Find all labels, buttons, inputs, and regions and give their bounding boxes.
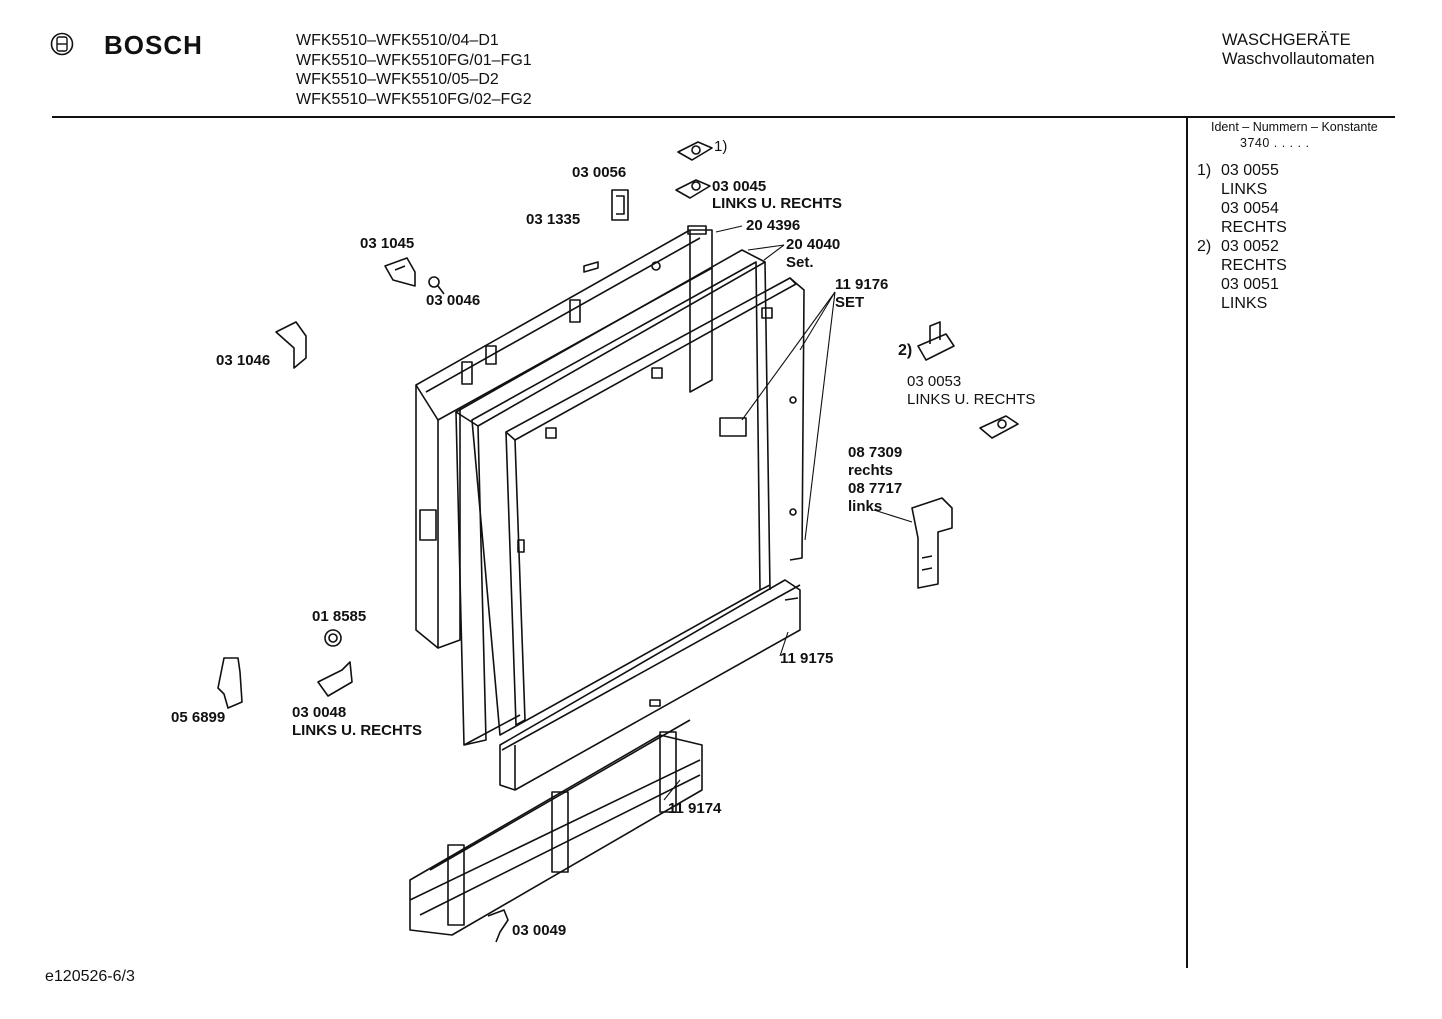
category-subtitle: Waschvollautomaten [1222,50,1375,68]
legend-marker [1197,199,1221,218]
legend-text: LINKS [1221,181,1268,198]
part-label: 03 0045 [712,178,767,195]
nut-018585 [324,629,342,647]
part-label: 20 4396 [746,217,801,234]
legend-text: 03 0054 [1221,200,1279,217]
bracket-030056 [611,189,629,221]
legend-text: RECHTS [1221,219,1287,236]
part-label: 01 8585 [312,608,367,625]
part-label: 08 7309 [848,444,903,461]
part-label: 11 9175 [780,650,834,667]
document-code: e120526-6/3 [45,968,135,985]
category-block: WASCHGERÄTE Waschvollautomaten [1222,31,1375,69]
part-label: 11 9174 [668,800,722,817]
model-list: WFK5510–WFK5510/04–D1 WFK5510–WFK5510FG/… [296,31,532,109]
legend-row: 2) 03 0052 [1197,237,1287,256]
part-label: 1) [714,138,728,155]
part-label: 03 0049 [512,922,567,939]
part-label: 03 1335 [526,211,581,228]
legend-row: 1) 03 0055 [1197,161,1287,180]
sidebar-subheading: 3740 . . . . . [1240,136,1310,150]
hinge-part-1 [677,141,713,161]
legend-marker [1197,294,1221,313]
legend-row: LINKS [1197,294,1287,313]
category-title: WASCHGERÄTE [1222,31,1351,49]
clip-030049 [487,909,509,943]
footnote-legend: 1) 03 0055 LINKS 03 0054 RECHTS 2) 03 0052… [1197,161,1287,313]
lock-056899 [217,657,243,709]
legend-marker: 1) [1197,162,1212,179]
part-note: Set. [786,254,814,271]
part-note: LINKS U. RECHTS [712,195,843,212]
part-note: LINKS U. RECHTS [907,391,1036,408]
hinge-part-030045 [675,179,711,199]
part-note: links [848,498,883,515]
part-label: 03 0048 [292,704,347,721]
legend-text: 03 0051 [1221,276,1279,293]
legend-row: 03 0051 [1197,275,1287,294]
legend-marker [1197,180,1221,199]
hinge-087309 [911,497,953,589]
sidebar-divider [1186,116,1188,968]
legend-marker: 2) [1197,238,1212,255]
bottom-frame [499,579,801,791]
legend-marker [1197,275,1221,294]
door-seal [455,249,771,746]
sidebar-heading: Ident – Nummern – Konstante [1211,120,1378,134]
part-label: 03 0053 [907,373,962,390]
legend-row: RECHTS [1197,218,1287,237]
legend-text: 03 0055 [1221,162,1279,179]
part-label: 2) [898,342,913,359]
screw-030046 [428,276,445,295]
model-line: WFK5510–WFK5510FG/01–FG1 [296,51,532,69]
model-line: WFK5510–WFK5510/04–D1 [296,32,499,49]
hinge-030053 [979,415,1019,439]
leader-lines [663,225,913,801]
part-label: 20 4040 [786,236,841,253]
handle-assembly [409,719,703,936]
hinge-part-2 [917,321,955,361]
part-note: LINKS U. RECHTS [292,722,423,739]
clip-031335 [583,261,599,273]
legend-marker [1197,256,1221,275]
brand-name: BOSCH [104,30,203,60]
exploded-view-drawing [217,141,1019,943]
bracket-031046 [275,321,307,369]
part-note: SET [835,294,865,311]
part-label: 03 0046 [426,292,481,309]
part-label: 03 1046 [216,352,271,369]
legend-row: RECHTS [1197,256,1287,275]
part-note: rechts [848,462,894,479]
model-line: WFK5510–WFK5510FG/02–FG2 [296,90,532,108]
catch-030048 [317,661,353,697]
legend-text: 03 0052 [1221,238,1279,255]
legend-marker [1197,218,1221,237]
part-label: 11 9176 [835,276,889,293]
legend-text: RECHTS [1221,257,1287,274]
legend-row: 03 0054 [1197,199,1287,218]
part-label: 08 7717 [848,480,903,497]
bracket-031045 [384,257,416,287]
header-divider [52,116,1395,118]
legend-text: LINKS [1221,295,1268,312]
part-label: 03 0056 [572,164,627,181]
door-frame-outer [415,225,713,649]
door-glass-panel [471,261,805,736]
model-line: WFK5510–WFK5510/05–D2 [296,71,499,88]
bosch-logo-icon [50,32,74,56]
legend-row: LINKS [1197,180,1287,199]
part-label: 03 1045 [360,235,415,252]
part-label: 05 6899 [171,709,226,726]
